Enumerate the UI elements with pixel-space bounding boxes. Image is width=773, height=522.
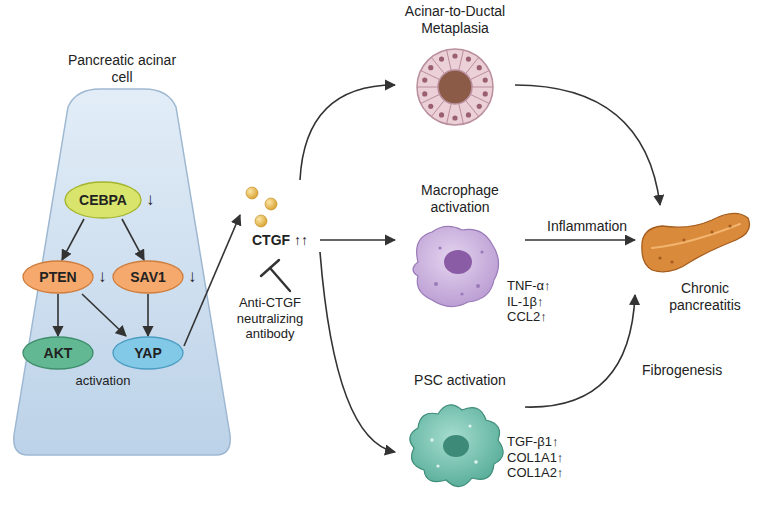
arrow-connector [122, 219, 144, 260]
oval-label: AKT [22, 336, 94, 370]
node-body: TGF-β1↑ COL1A1↑ COL1A2↑ [507, 434, 573, 481]
arrow-connector [525, 239, 635, 241]
change-arrow: ↓ [98, 267, 107, 287]
acinus-illustration [417, 49, 493, 125]
oval-label: PTEN [22, 260, 94, 294]
node-body: activation [63, 373, 143, 389]
gene-oval: PTEN↓ [22, 260, 94, 294]
arrow-connector [184, 215, 240, 346]
arrow-connector [147, 294, 149, 336]
cell-outline [14, 89, 230, 455]
node-heading: Pancreatic acinar cell [57, 52, 187, 86]
edge-label: Inflammation [545, 218, 629, 235]
antibody-label: Anti-CTGF neutralizing antibody [228, 295, 312, 342]
macrophage-node: Macrophage activationTNF-α↑ IL-1β↑ CCL2↑ [395, 180, 525, 320]
node-heading: Macrophage activation [395, 182, 525, 216]
ctgf-dots [246, 187, 277, 227]
edge-label: Fibrogenesis [640, 362, 724, 379]
node-heading: CTGF ↑↑ [240, 232, 320, 249]
protein-oval: AKT [22, 336, 94, 370]
node-heading: Chronic pancreatitis [650, 280, 760, 314]
arrow-connector [82, 294, 126, 336]
arrow-connector [320, 252, 395, 452]
arrow-connector [62, 219, 84, 260]
oval-label: CEBPA [64, 181, 142, 219]
node-heading: Acinar-to-Ductal Metaplasia [395, 3, 515, 37]
pancreatitis-node: Chronic pancreatitis [635, 205, 765, 325]
protein-oval: YAP [112, 336, 184, 370]
gene-oval: SAV1↓ [112, 260, 184, 294]
gene-oval: CEBPA↓ [64, 181, 142, 219]
pancreas-illustration [642, 213, 750, 271]
node-heading: PSC activation [395, 372, 525, 389]
oval-label: YAP [112, 336, 184, 370]
arrow-connector [320, 239, 395, 241]
psc-illustration [410, 405, 503, 487]
adm-node: Acinar-to-Ductal Metaplasia [395, 2, 515, 130]
change-arrow: ↓ [188, 267, 197, 287]
ctgf-node: CTGF ↑↑ [240, 180, 320, 258]
macrophage-illustration [413, 226, 499, 306]
node-body: TNF-α↑ IL-1β↑ CCL2↑ [507, 278, 567, 325]
oval-label: SAV1 [112, 260, 184, 294]
psc-node: PSC activationTGF-β1↑ COL1A1↑ COL1A2↑ [395, 362, 525, 512]
arrow-connector [300, 85, 395, 180]
change-arrow: ↓ [146, 190, 155, 210]
arrow-connector [57, 294, 59, 336]
arrow-connector [515, 85, 660, 205]
inhibitor-bar [261, 260, 290, 291]
cell-region: Pancreatic acinar cellactivationCEBPA↓PT… [8, 52, 236, 462]
